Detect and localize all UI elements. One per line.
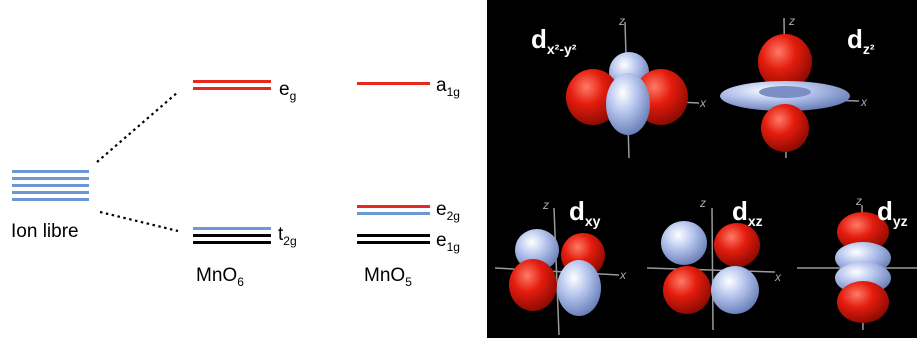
- svg-text:z: z: [542, 198, 549, 212]
- mno6-label: MnO6: [196, 265, 244, 289]
- svg-text:x: x: [699, 96, 707, 110]
- svg-text:x: x: [619, 268, 627, 282]
- free-ion-level: [12, 170, 89, 173]
- dz2-orbital: z x: [720, 14, 868, 159]
- dx2-y2-orbital: z x: [566, 14, 707, 159]
- free-ion-label: Ion libre: [11, 221, 79, 242]
- dyz-label: dyz: [877, 196, 908, 229]
- eg-level: [193, 87, 271, 90]
- free-ion-level: [12, 184, 89, 187]
- e1g-level: [357, 241, 430, 244]
- svg-text:z: z: [618, 14, 625, 28]
- t2g-level: [193, 227, 271, 230]
- dxz-label: dxz: [732, 196, 763, 229]
- d-orbital-panel: z x z x z x: [487, 0, 917, 338]
- t2g-level: [193, 234, 271, 237]
- dyz-orbital: z: [797, 194, 917, 331]
- free-ion-level: [12, 177, 89, 180]
- a1g-label: a1g: [436, 75, 460, 99]
- svg-text:x: x: [774, 270, 782, 284]
- dxz-orbital: z x: [646, 196, 782, 331]
- e1g-level: [357, 234, 430, 237]
- a1g-level: [357, 82, 430, 85]
- t2g-level: [193, 241, 271, 244]
- eg-label: eg: [279, 79, 297, 103]
- svg-text:x: x: [860, 95, 868, 109]
- svg-text:z: z: [788, 14, 795, 28]
- dxy-label: dxy: [569, 196, 601, 229]
- svg-text:z: z: [855, 194, 862, 208]
- dz2-label: dz²: [847, 24, 875, 57]
- free-ion-level: [12, 198, 89, 201]
- svg-text:z: z: [699, 196, 706, 210]
- dx2-y2-label: dx²-y²: [531, 24, 577, 57]
- t2g-label: t2g: [278, 224, 297, 248]
- free-ion-level: [12, 191, 89, 194]
- e2g-level: [357, 212, 430, 215]
- dxy-orbital: z x: [494, 198, 627, 336]
- e2g-label: e2g: [436, 199, 460, 223]
- e2g-level: [357, 205, 430, 208]
- d-orbital-drawings: z x z x z x: [494, 14, 917, 336]
- e1g-label: e1g: [436, 230, 460, 254]
- mno5-label: MnO5: [364, 265, 412, 289]
- connector-to-t2g: [99, 210, 179, 233]
- eg-level: [193, 80, 271, 83]
- connector-to-eg: [96, 91, 179, 163]
